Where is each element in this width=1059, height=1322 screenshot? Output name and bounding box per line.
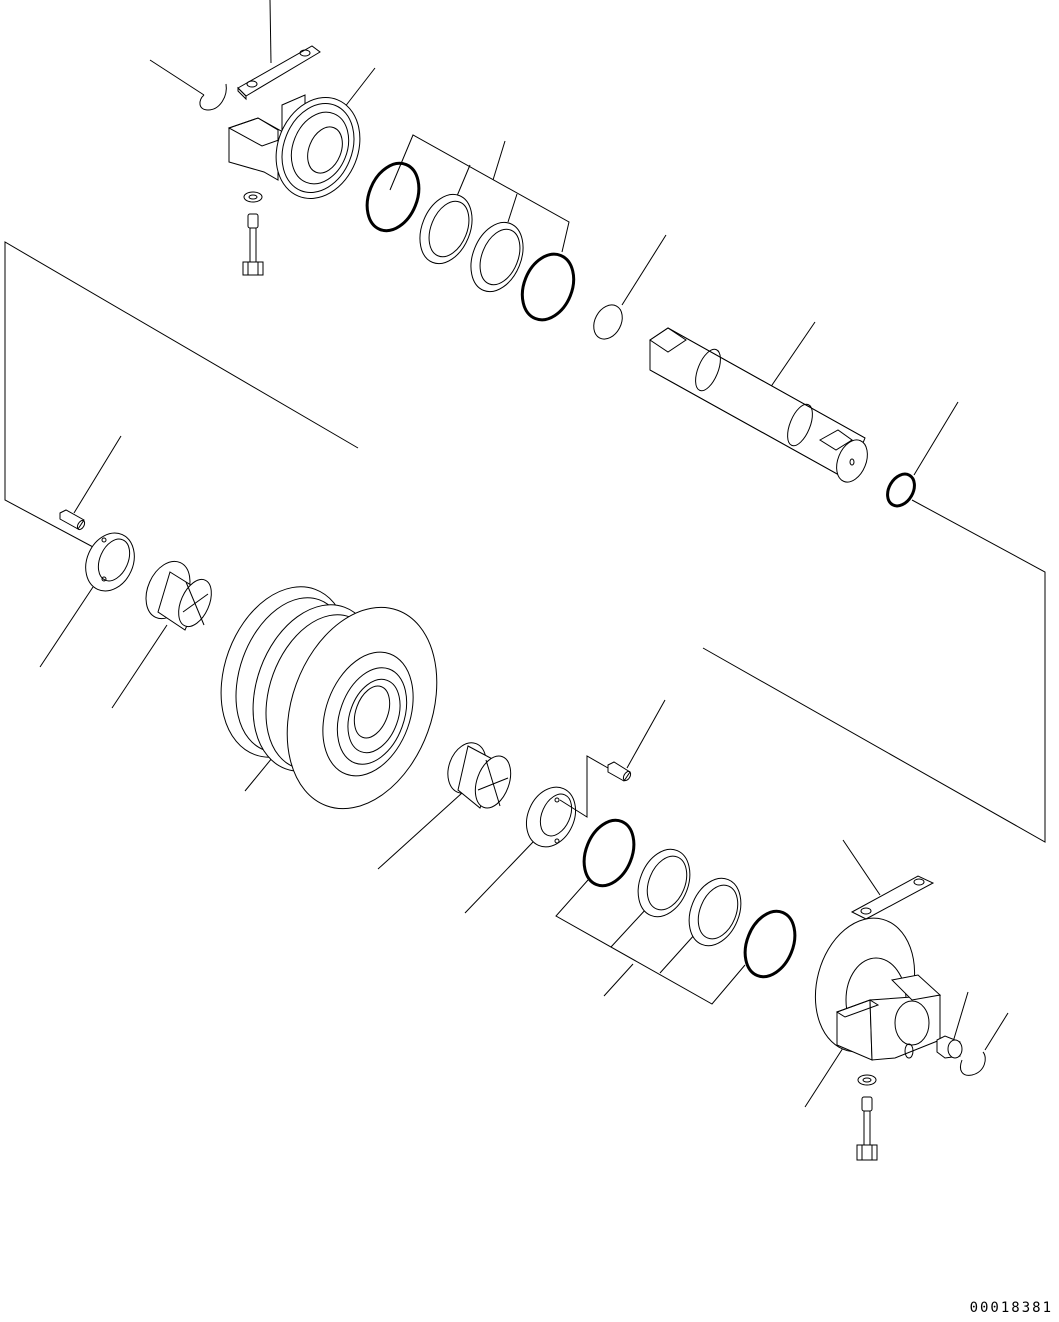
lower-plug[interactable] (936, 991, 969, 1059)
shaft[interactable] (649, 321, 873, 487)
upper-bolt[interactable] (242, 213, 264, 276)
left-bushing[interactable] (111, 554, 218, 709)
lower-collar-housing[interactable] (801, 907, 942, 1108)
upper-seal-group[interactable] (358, 134, 583, 328)
drawing-id-label: 00018381 (969, 1300, 1053, 1316)
lower-retainer-ring[interactable] (959, 1012, 1009, 1076)
small-o-ring-upper[interactable] (588, 234, 667, 344)
lower-washer[interactable] (857, 1074, 877, 1086)
small-o-ring-right[interactable] (882, 401, 959, 511)
right-bushing[interactable] (377, 737, 517, 870)
roller-body[interactable] (199, 569, 464, 830)
upper-retainer-ring[interactable] (149, 59, 227, 111)
right-pin[interactable] (559, 699, 666, 818)
upper-washer[interactable] (243, 191, 263, 203)
left-pin[interactable] (59, 435, 122, 531)
assembly-guide-lines (4, 241, 1046, 843)
left-thrust-washer[interactable] (39, 525, 143, 668)
lower-bolt[interactable] (856, 1096, 878, 1161)
lower-seal-group[interactable] (555, 813, 804, 1005)
upper-collar-housing[interactable] (227, 67, 376, 211)
upper-lock-plate[interactable] (237, 0, 321, 101)
